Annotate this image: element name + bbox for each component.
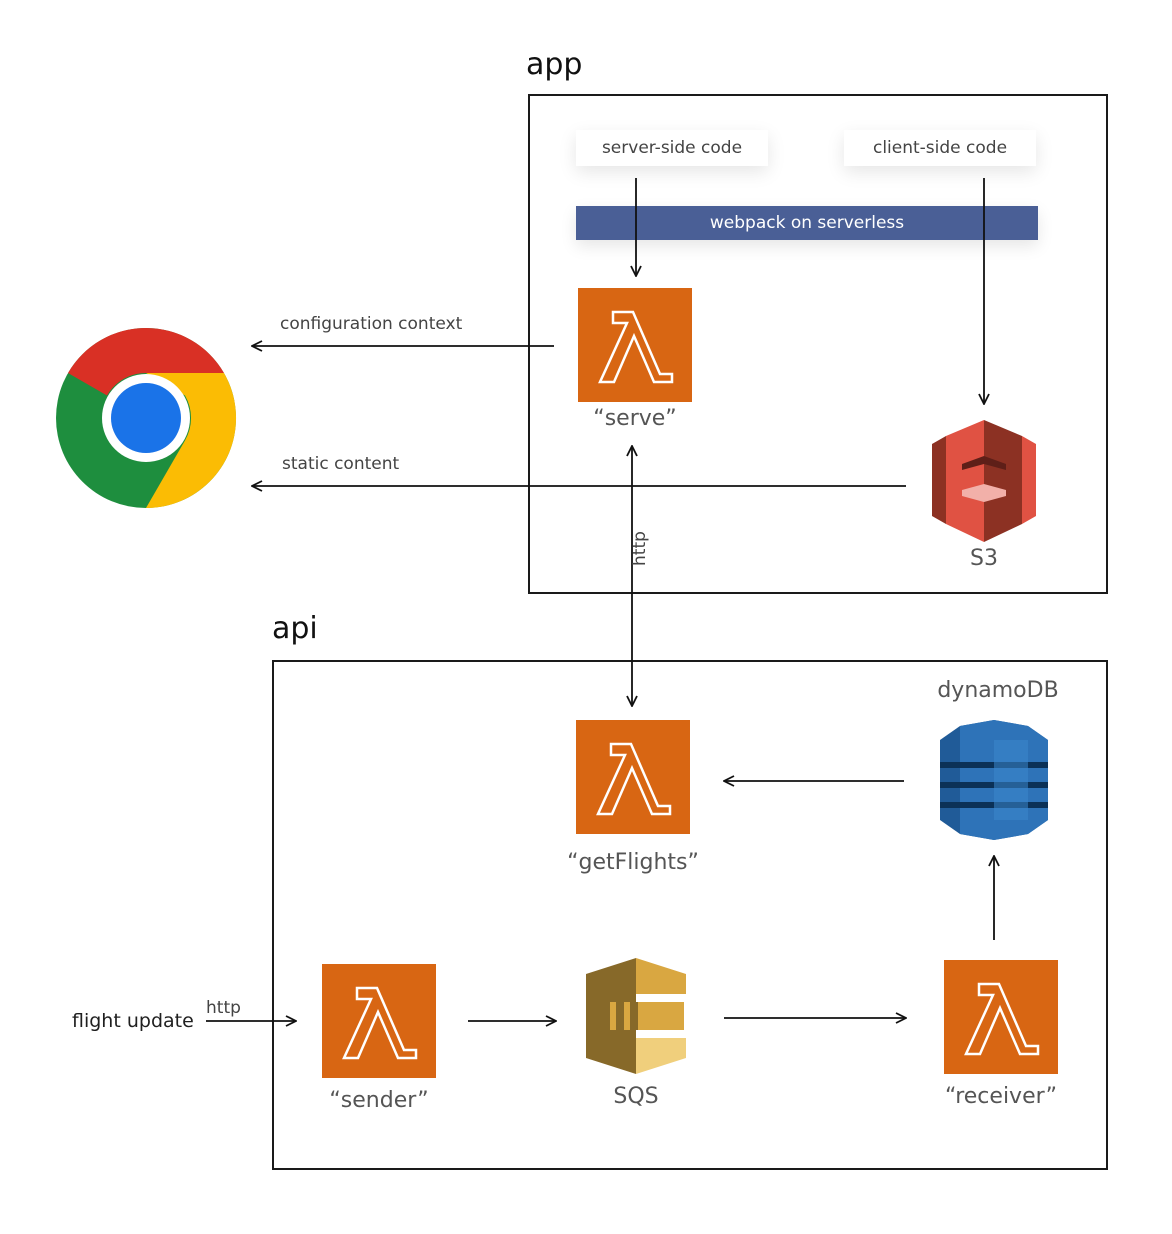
- api-boundary: [272, 660, 1108, 1170]
- receiver-label: “receiver”: [945, 1084, 1057, 1109]
- serve-label: “serve”: [593, 406, 677, 431]
- lambda-getflights-icon: [576, 720, 690, 834]
- http-vertical-label: http: [630, 531, 650, 566]
- aws-s3-icon: [932, 420, 1036, 542]
- dynamodb-label: dynamoDB: [937, 678, 1059, 703]
- aws-dynamodb-icon: [940, 720, 1048, 840]
- s3-label: S3: [970, 546, 998, 571]
- static-content-label: static content: [282, 454, 400, 474]
- lambda-receiver-icon: [944, 960, 1058, 1074]
- sqs-label: SQS: [613, 1084, 659, 1109]
- app-group-title: app: [526, 47, 583, 82]
- webpack-build-bar: webpack on serverless: [576, 206, 1038, 240]
- getflights-label: “getFlights”: [567, 850, 699, 875]
- server-side-code-card: server-side code: [576, 130, 768, 166]
- chrome-icon: [56, 327, 237, 509]
- configuration-context-label: configuration context: [280, 314, 463, 334]
- lambda-sender-icon: [322, 964, 436, 1078]
- flight-update-label: flight update: [72, 1010, 194, 1032]
- sender-label: “sender”: [329, 1088, 429, 1113]
- aws-sqs-icon: [586, 958, 686, 1074]
- lambda-serve-icon: [578, 288, 692, 402]
- api-group-title: api: [272, 611, 318, 646]
- client-side-code-card: client-side code: [844, 130, 1036, 166]
- app-boundary: [528, 94, 1108, 594]
- http-input-label: http: [206, 998, 241, 1018]
